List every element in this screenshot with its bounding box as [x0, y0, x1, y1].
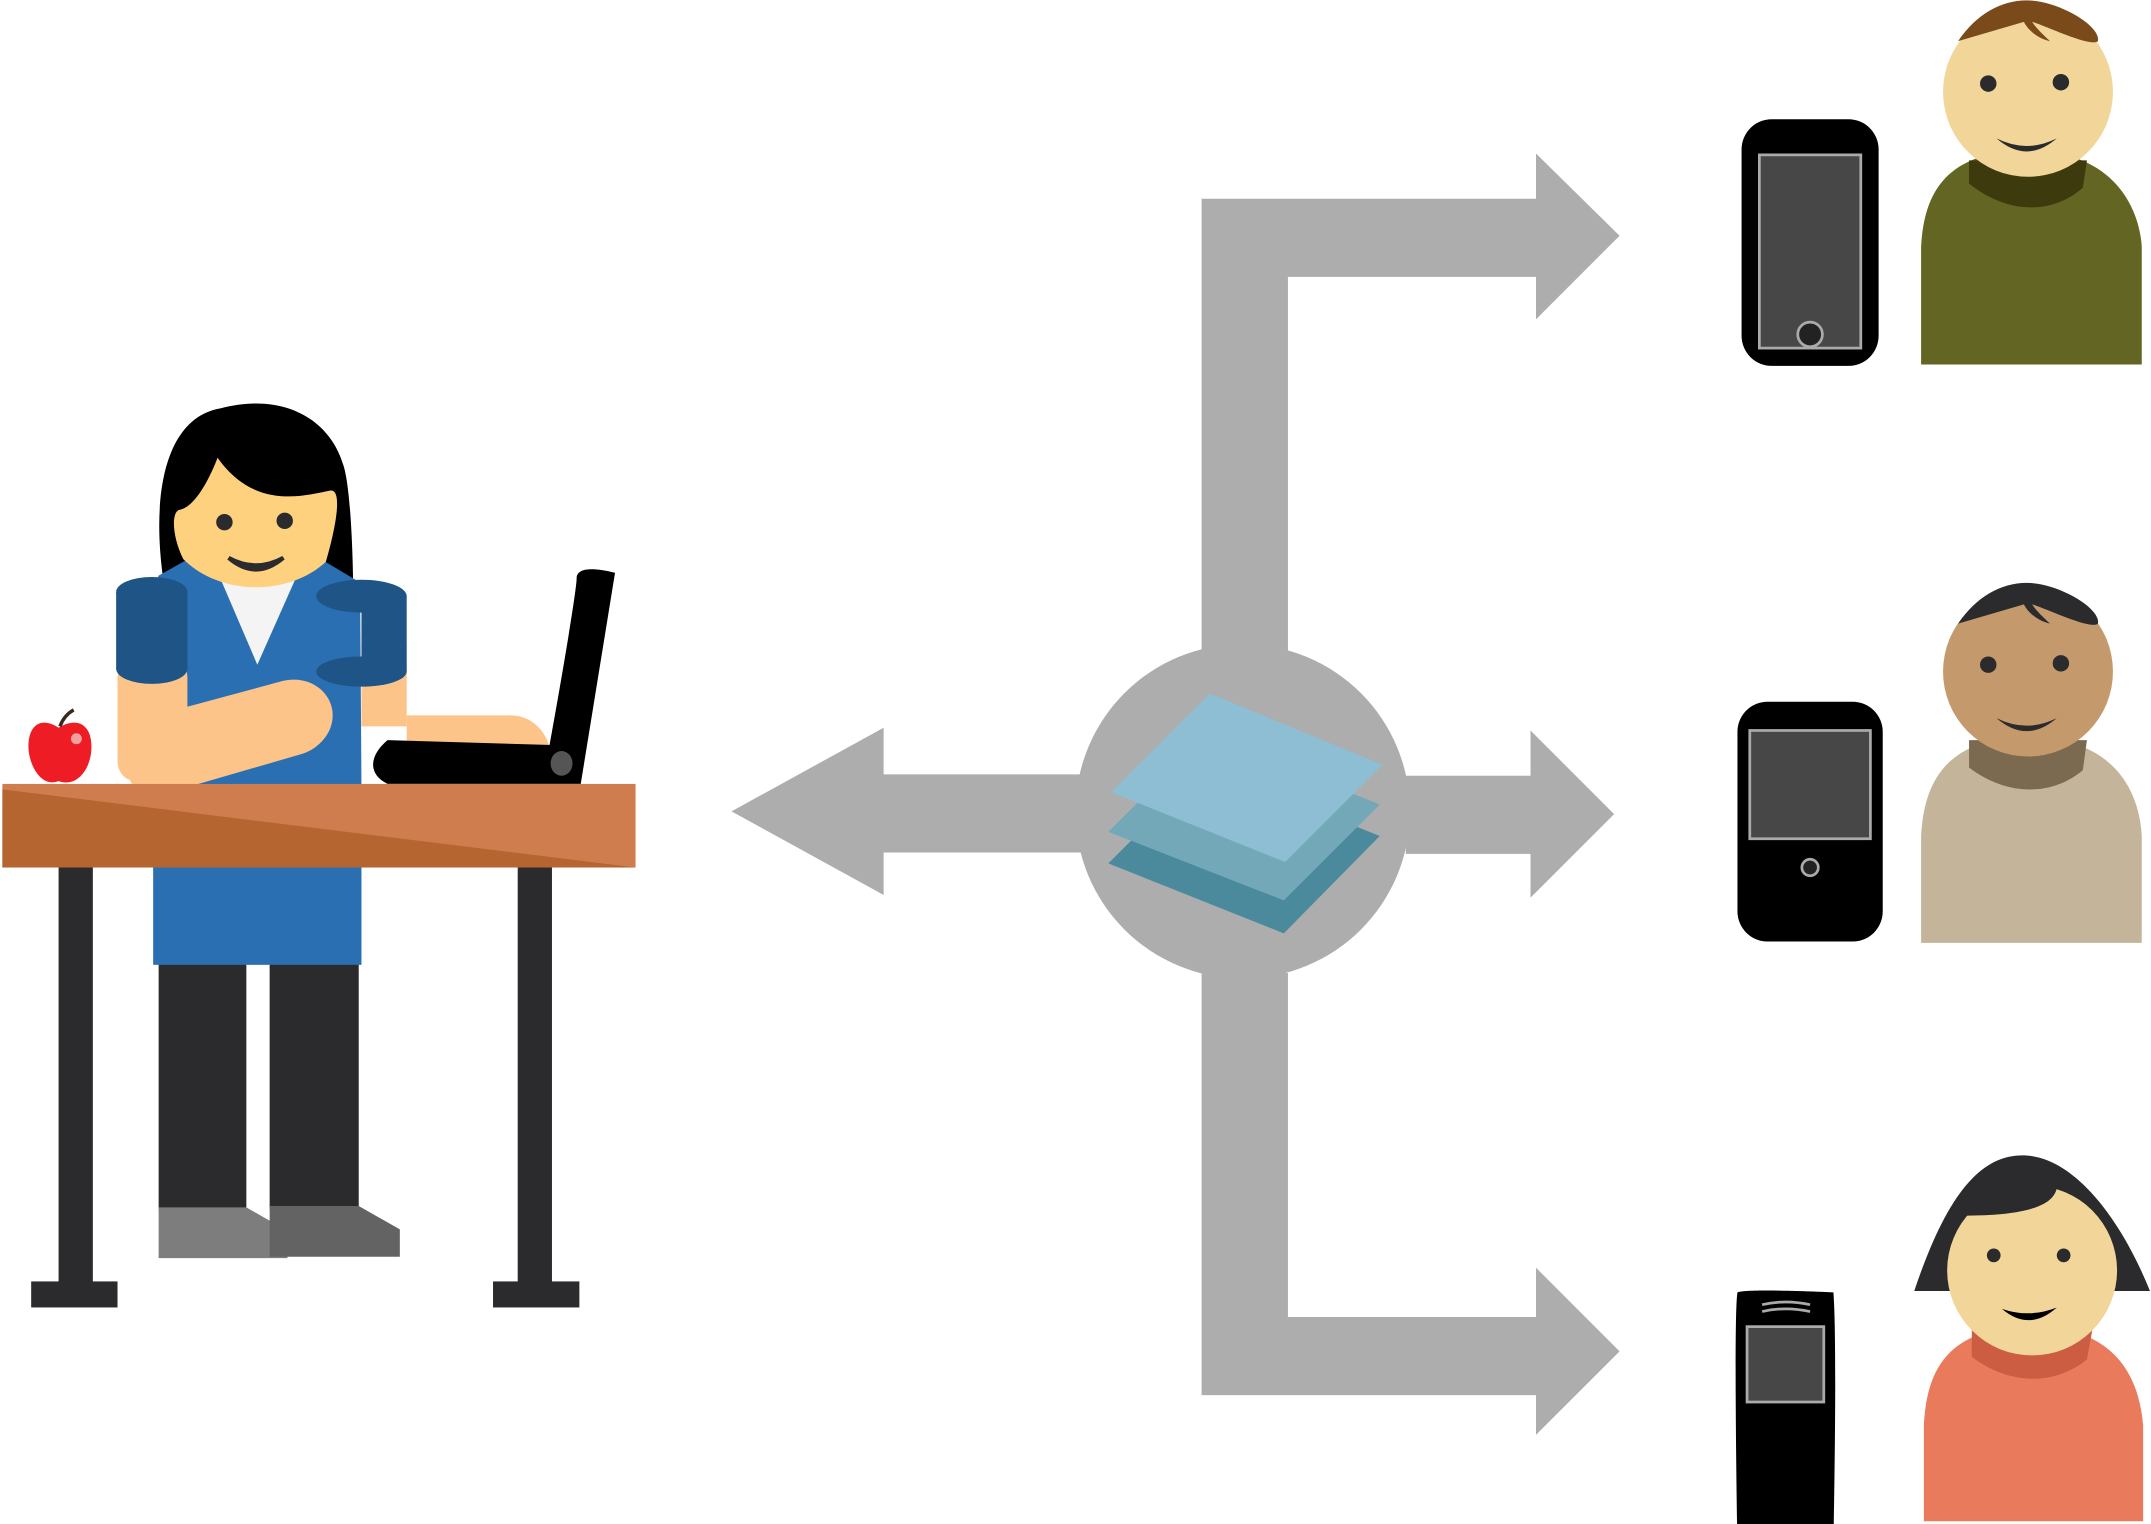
apple-icon: [28, 708, 92, 783]
phone-icon: [1737, 701, 1883, 942]
eye: [216, 513, 233, 531]
student-face: [1947, 1185, 2118, 1356]
eye: [1980, 75, 1997, 92]
student-shirt: [1921, 150, 2142, 365]
laptop-icon: [373, 569, 616, 784]
student-shirt: [1923, 1326, 2144, 1522]
teacher-arm: [406, 715, 550, 747]
student-icon: [1921, 0, 2142, 365]
student-icon: [1914, 1155, 2150, 1522]
apple-body: [28, 722, 92, 783]
phone-screen: [1758, 153, 1863, 350]
desk-foot: [493, 1281, 580, 1308]
teacher-collar: [220, 578, 296, 665]
laptop-base: [373, 740, 581, 784]
desk-leg: [58, 863, 93, 1283]
desk-leg: [517, 863, 552, 1283]
smile: [1996, 718, 2057, 732]
phone-button: [1796, 320, 1824, 349]
arrow-up-right: [1201, 153, 1620, 651]
laptop-logo: [550, 751, 573, 776]
desk-icon: [2, 783, 636, 868]
smile: [2001, 1307, 2057, 1321]
student-with-phone: [1737, 582, 2142, 943]
phone-screen: [1745, 1325, 1826, 1404]
student-icon: [1921, 582, 2142, 943]
apple-shine: [70, 733, 82, 745]
teacher-leg: [269, 959, 359, 1209]
teacher-sleeve: [316, 656, 407, 687]
phone-icon: [1741, 119, 1879, 366]
eye: [2052, 655, 2070, 672]
student-hair: [1958, 582, 2099, 625]
arrow-down-right: [1201, 973, 1620, 1435]
eye: [2056, 1248, 2071, 1263]
teacher-shoe: [158, 1207, 288, 1259]
teacher-skirt: [153, 863, 362, 965]
eye: [1980, 656, 1997, 673]
laptop-screen: [549, 569, 616, 784]
student-hair: [1958, 0, 2099, 43]
layer-top: [1111, 693, 1383, 863]
smile: [227, 555, 285, 572]
layers-icon: [1108, 693, 1383, 934]
teacher-leg: [158, 959, 247, 1209]
phone-button: [1800, 857, 1820, 878]
eye: [2052, 74, 2070, 91]
student-neck: [1969, 740, 2087, 790]
apple-stem: [58, 708, 75, 728]
teacher-forearm: [128, 679, 333, 795]
phone-screen: [1748, 729, 1872, 841]
student-bangs: [1963, 1173, 2057, 1216]
arrow-left: [731, 727, 1084, 895]
student-face: [1943, 586, 2113, 757]
phone-icon: [1735, 1290, 1836, 1524]
teacher-icon: [2, 403, 636, 1308]
teacher-face: [173, 457, 338, 588]
teacher-shoe: [269, 1206, 400, 1257]
layer-middle: [1108, 793, 1380, 901]
eye: [276, 512, 293, 530]
smile: [1996, 138, 2057, 152]
student-face: [1943, 6, 2113, 177]
student-with-phone: [1741, 0, 2142, 366]
teacher-sleeve: [116, 653, 188, 684]
student-neck: [1969, 160, 2087, 208]
phone-speaker: [1761, 1300, 1811, 1313]
arrow-right: [1405, 730, 1615, 898]
eye: [1986, 1248, 2001, 1263]
desk-foot: [31, 1281, 118, 1308]
student-shirt: [1921, 737, 2142, 943]
student-with-phone: [1735, 1155, 2150, 1524]
